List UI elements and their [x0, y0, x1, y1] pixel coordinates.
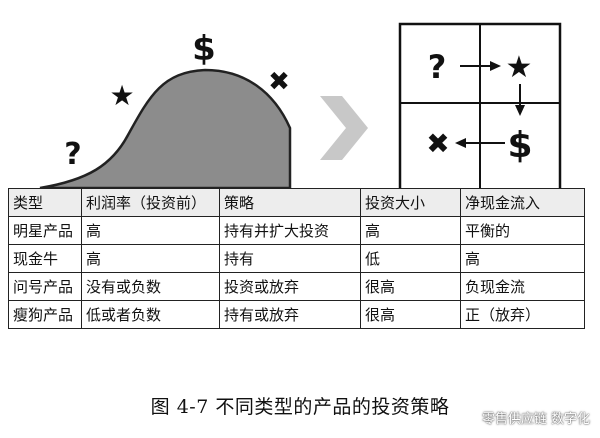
- arrow-right-icon: [460, 61, 501, 71]
- table-cell: 投资或放弃: [219, 272, 361, 301]
- table-cell: 没有或负数: [81, 272, 220, 301]
- question-icon: ?: [64, 137, 81, 172]
- table-row: 问号产品 没有或负数 投资或放弃 很高 负现金流: [8, 272, 585, 301]
- table-cell: 很高: [360, 272, 461, 301]
- table-cell: 正（放弃）: [460, 300, 585, 329]
- header-net-cash-inflow: 净现金流入: [460, 188, 585, 217]
- table-header-row: 类型 利润率（投资前） 策略 投资大小 净现金流入: [8, 188, 585, 217]
- matrix-cross-icon: ✖: [426, 127, 449, 160]
- cross-icon: ✖: [268, 67, 290, 97]
- star-icon: ★: [109, 79, 134, 112]
- matrix-star-icon: ★: [506, 50, 533, 85]
- watermark: 零售供应链 数字化: [481, 412, 590, 427]
- table-cell: 高: [360, 216, 461, 245]
- table-cell: 低: [360, 244, 461, 273]
- arrow-down-icon: [515, 84, 525, 116]
- table-row: 瘦狗产品 低或者负数 持有或放弃 很高 正（放弃）: [8, 300, 585, 329]
- table-cell: 明星产品: [8, 216, 82, 245]
- table-cell: 低或者负数: [81, 300, 220, 329]
- strategy-matrix: ? ★ $ ✖: [398, 22, 562, 190]
- table-cell: 持有或放弃: [219, 300, 361, 329]
- header-profit-margin: 利润率（投资前）: [81, 188, 220, 217]
- dollar-icon: $: [192, 29, 216, 69]
- table-cell: 高: [460, 244, 585, 273]
- header-investment-size: 投资大小: [360, 188, 461, 217]
- table-cell: 持有并扩大投资: [219, 216, 361, 245]
- matrix-question-icon: ?: [428, 48, 447, 86]
- table-row: 现金牛 高 持有 低 高: [8, 244, 585, 273]
- header-strategy: 策略: [219, 188, 361, 217]
- matrix-dollar-icon: $: [507, 125, 532, 166]
- table-cell: 持有: [219, 244, 361, 273]
- table-row: 明星产品 高 持有并扩大投资 高 平衡的: [8, 216, 585, 245]
- table-cell: 瘦狗产品: [8, 300, 82, 329]
- header-type: 类型: [8, 188, 82, 217]
- strategy-diagram: ? ★ $ ✖ ? ★ $ ✖: [39, 22, 562, 190]
- table-cell: 问号产品: [8, 272, 82, 301]
- chevron-arrow-icon: [320, 96, 368, 160]
- figure-caption: 图 4-7 不同类型的产品的投资策略: [150, 396, 450, 418]
- lifecycle-curve: [39, 68, 292, 190]
- table-cell: 高: [81, 216, 220, 245]
- arrow-left-icon: [455, 138, 505, 148]
- table-cell: 平衡的: [460, 216, 585, 245]
- table-cell: 负现金流: [460, 272, 585, 301]
- table-cell: 很高: [360, 300, 461, 329]
- table-cell: 高: [81, 244, 220, 273]
- investment-strategy-table: 类型 利润率（投资前） 策略 投资大小 净现金流入 明星产品 高 持有并扩大投资…: [8, 188, 585, 329]
- table-cell: 现金牛: [8, 244, 82, 273]
